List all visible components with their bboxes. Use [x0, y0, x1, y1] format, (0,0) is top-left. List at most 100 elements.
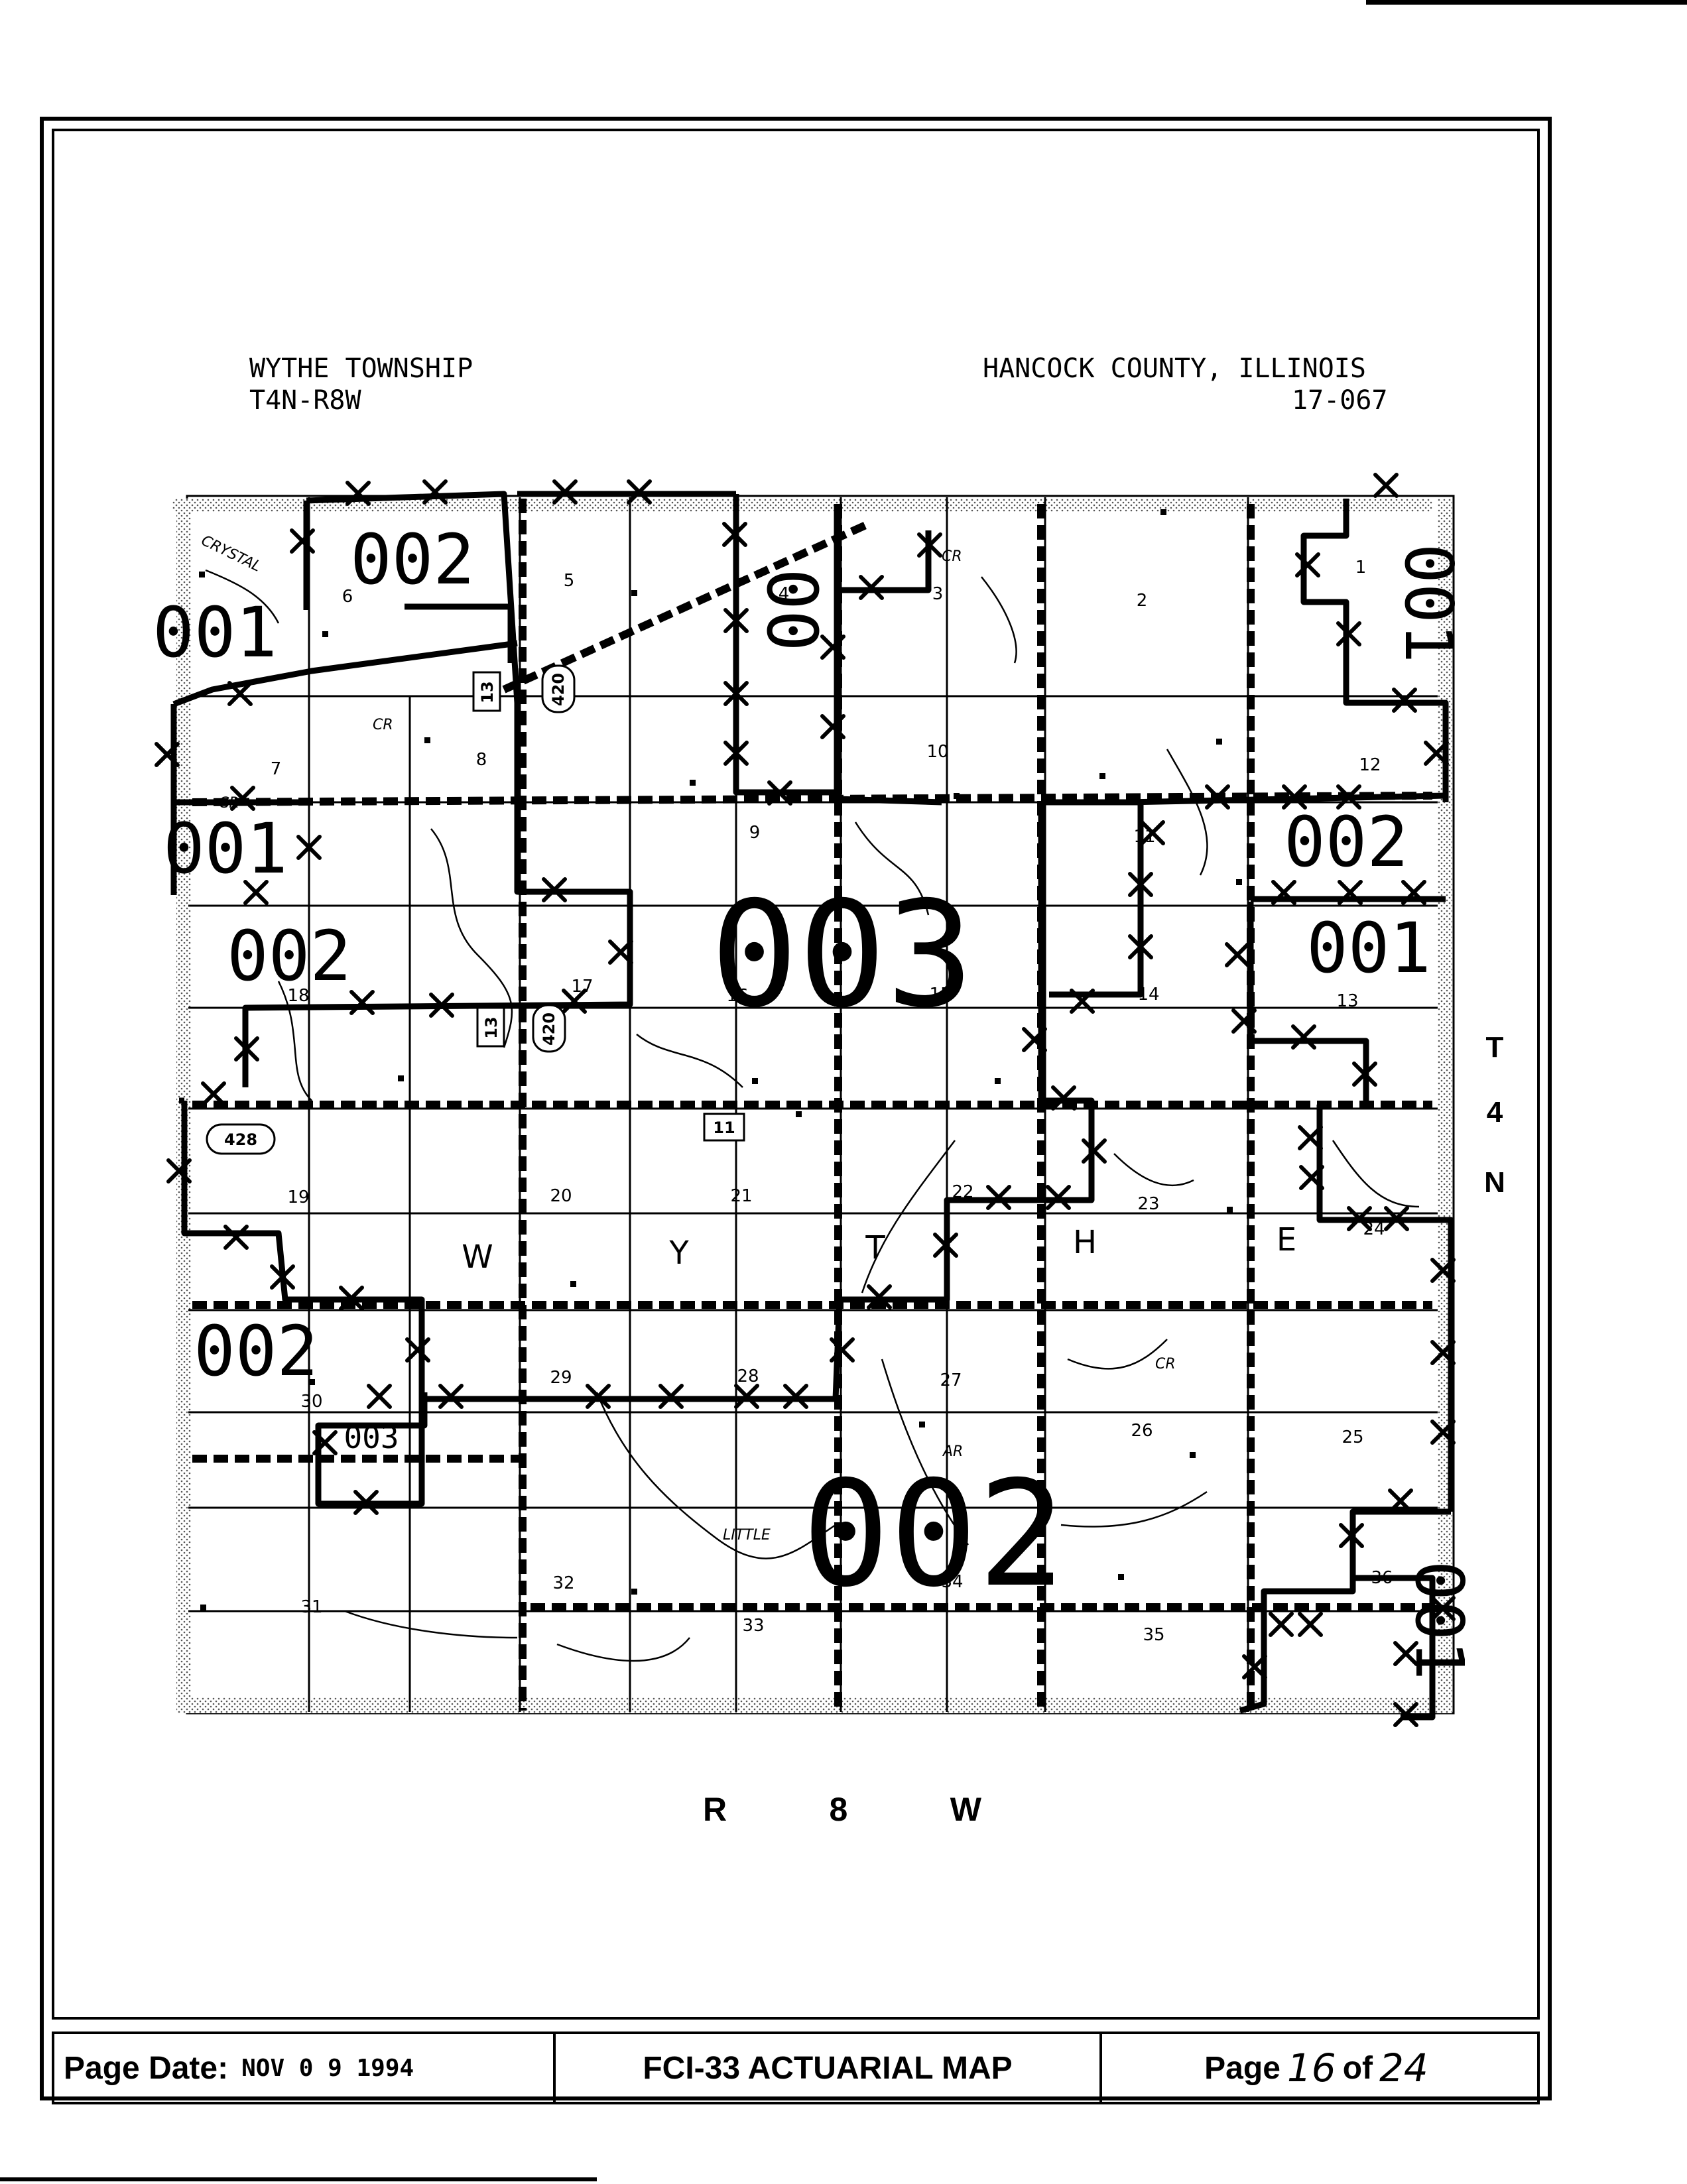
zone-label-001-topleft: 001 [153, 592, 277, 673]
section-15: 15 [929, 985, 951, 1004]
border-stipple-top [172, 499, 1432, 512]
section-9: 9 [749, 823, 761, 843]
zone-label-001-right-top: 001 [1390, 544, 1468, 664]
zone-label-00-top: 00 [751, 568, 832, 651]
zone-boundaries [170, 491, 1454, 1721]
section-27: 27 [940, 1370, 962, 1390]
border-stipple-bottom [188, 1697, 1448, 1713]
section-7: 7 [271, 759, 282, 779]
section-25: 25 [1342, 1427, 1363, 1447]
section-36: 36 [1371, 1568, 1393, 1588]
section-33: 33 [742, 1616, 764, 1636]
zone-label-003-center: 003 [710, 870, 973, 1040]
zone-labels: 002 001 00 001 001 002 003 002 001 002 0… [153, 519, 1478, 1680]
range-label-r: R [703, 1791, 727, 1828]
letter-e: E [1277, 1221, 1296, 1258]
section-6: 6 [342, 587, 353, 607]
township-range-code: T4N-R8W [249, 385, 361, 416]
page-of-label: of [1342, 2050, 1373, 2086]
footer-date-cell: Page Date: NOV 0 9 1994 [54, 2034, 556, 2102]
section-11: 11 [1133, 827, 1155, 847]
shield-428: 428 [224, 1130, 257, 1149]
section-30: 30 [300, 1392, 322, 1412]
shield-420-upper: 420 [549, 673, 568, 706]
section-18: 18 [287, 986, 309, 1006]
page-total: 24 [1379, 2045, 1428, 2091]
label-cr-27: CR [1155, 1356, 1176, 1372]
zone-label-001-bottom-right: 001 [1401, 1561, 1478, 1681]
section-3: 3 [932, 584, 944, 604]
township-name-letters: W Y T H E [462, 1221, 1296, 1276]
section-1: 1 [1355, 558, 1367, 577]
label-ar: AR [942, 1443, 963, 1460]
range-label: R 8 W [703, 1790, 981, 1829]
border-stipple-right [1438, 499, 1452, 1713]
label-little: LITTLE [723, 1527, 771, 1544]
structures [199, 509, 1242, 1610]
section-4: 4 [779, 584, 790, 604]
scan-rule-top [1366, 0, 1687, 5]
letter-w: W [462, 1239, 493, 1276]
section-19: 19 [287, 1187, 309, 1207]
page-number: 16 [1286, 2045, 1336, 2091]
zone-label-002-lower-left: 002 [194, 1311, 318, 1392]
county-code: 17-067 [1292, 385, 1388, 416]
section-22: 22 [952, 1182, 973, 1202]
section-8: 8 [476, 750, 487, 770]
section-14: 14 [1137, 985, 1159, 1004]
section-16: 16 [726, 986, 748, 1006]
label-crystal: CRYSTAL [198, 532, 263, 576]
zone-label-003-small: 003 [344, 1420, 399, 1455]
section-23: 23 [1137, 1194, 1159, 1214]
section-29: 29 [550, 1368, 572, 1388]
streams [205, 569, 1420, 1662]
section-26: 26 [1131, 1421, 1153, 1441]
map-title: FCI-33 ACTUARIAL MAP [643, 2050, 1013, 2086]
section-35: 35 [1143, 1625, 1164, 1645]
shield-420-lower: 420 [540, 1012, 558, 1046]
footer-bar: Page Date: NOV 0 9 1994 FCI-33 ACTUARIAL… [52, 2032, 1540, 2104]
letter-y: Y [668, 1235, 689, 1272]
zone-label-002-left: 002 [227, 916, 351, 997]
section-20: 20 [550, 1186, 572, 1206]
section-12: 12 [1359, 755, 1381, 775]
section-2: 2 [1137, 591, 1148, 611]
zone-label-002-top: 002 [350, 519, 475, 600]
section-10: 10 [926, 742, 948, 762]
highway-shield-labels: 420 13 420 13 428 11 [224, 673, 735, 1149]
section-28: 28 [737, 1366, 759, 1386]
shield-13-upper: 13 [478, 681, 497, 703]
section-17: 17 [571, 977, 593, 997]
footer-page-cell: Page 16 of 24 [1102, 2034, 1537, 2102]
zone-label-002-right: 002 [1284, 802, 1408, 882]
range-label-8: 8 [829, 1791, 848, 1828]
section-numbers: 1 2 3 4 5 6 7 8 9 10 11 12 13 14 15 16 1… [271, 558, 1393, 1645]
township-name: WYTHE TOWNSHIP [249, 353, 473, 384]
section-31: 31 [300, 1597, 322, 1617]
label-cr-3: CR [942, 548, 962, 565]
side-labels: T 4 N [1484, 1031, 1505, 1199]
section-21: 21 [730, 1186, 752, 1206]
place-labels: CRYSTAL CR CR CR LITTLE CR AR [198, 532, 1175, 1544]
letter-h: H [1073, 1224, 1097, 1261]
outer-frame [40, 117, 1552, 2100]
section-24: 24 [1363, 1219, 1385, 1239]
zone-boundary-markers [155, 473, 1456, 1727]
section-13: 13 [1336, 991, 1358, 1011]
inner-frame [52, 129, 1540, 2020]
side-label-4: 4 [1487, 1096, 1503, 1128]
range-label-w: W [950, 1791, 981, 1828]
footer-title-cell: FCI-33 ACTUARIAL MAP [556, 2034, 1102, 2102]
side-label-n: N [1484, 1166, 1505, 1199]
zone-label-002-bottom: 002 [802, 1449, 1065, 1619]
section-32: 32 [552, 1573, 574, 1593]
letter-t: T [865, 1229, 885, 1266]
zone-label-001-left: 001 [163, 808, 288, 889]
label-cr-8: CR [373, 717, 393, 733]
page-label: Page [1204, 2050, 1281, 2086]
county-name: HANCOCK COUNTY, ILLINOIS [983, 353, 1366, 384]
highway-shields [206, 664, 745, 1155]
page-date-value: NOV 0 9 1994 [241, 2054, 414, 2082]
dashed-roads [192, 499, 1433, 1711]
